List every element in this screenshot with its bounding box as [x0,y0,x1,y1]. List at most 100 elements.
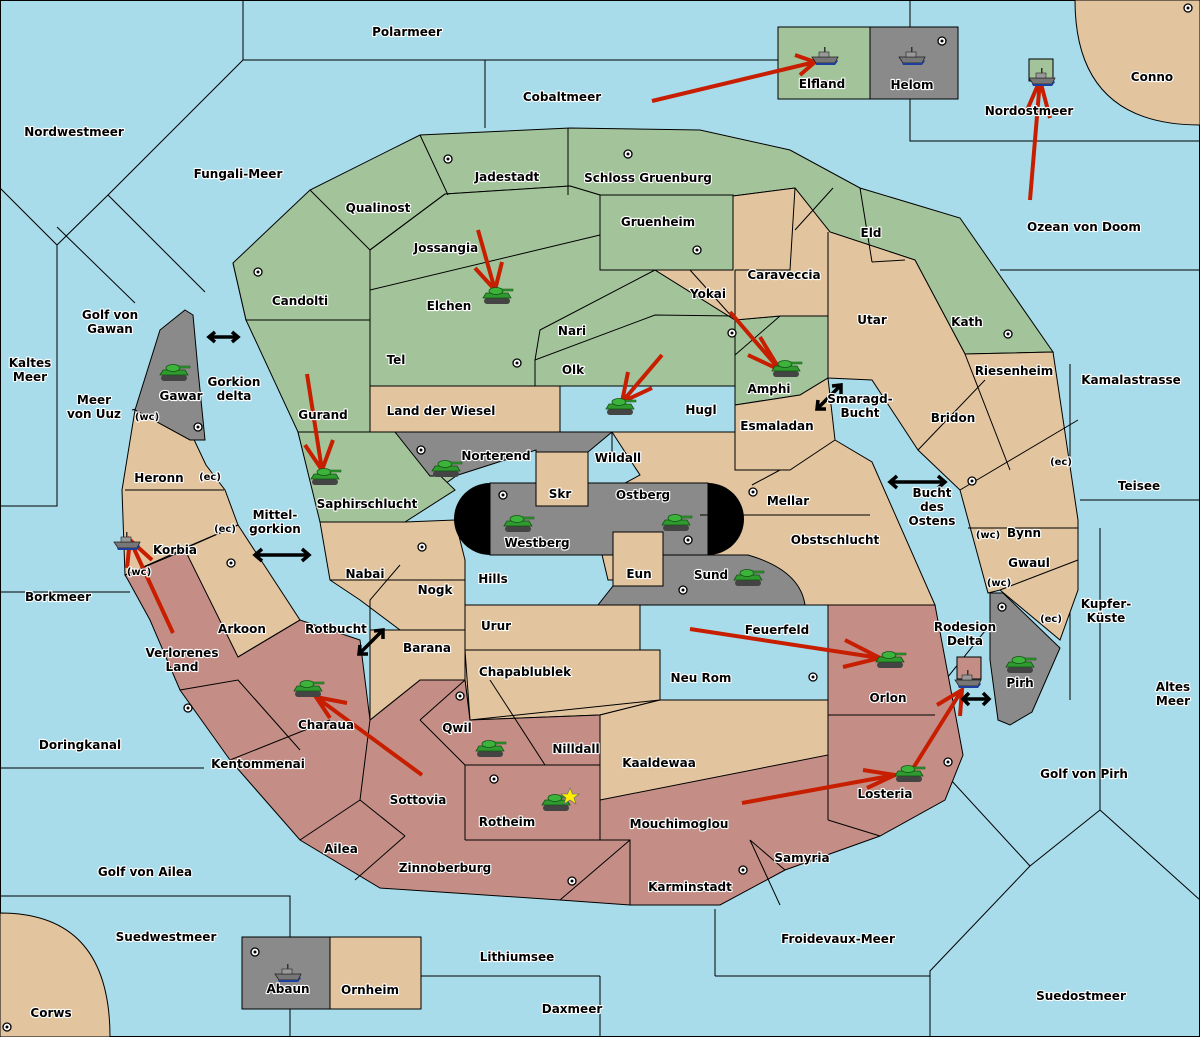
label-abaun: Abaun [266,982,309,996]
province-borders [124,128,1079,906]
label-sottovia: Sottovia [390,793,447,807]
label-schloss: Schloss Gruenburg [584,171,712,185]
supply-center-dots [5,6,1190,1029]
label-esmaladan: Esmaladan [740,419,813,433]
label-lithiumsee: Lithiumsee [480,950,555,964]
label-elfland: Elfland [799,77,845,91]
label-bridon: Bridon [931,411,976,425]
label-pirh: Pirh [1006,676,1033,690]
label-cobaltmeer: Cobaltmeer [523,90,601,104]
label-olk: Olk [562,363,585,377]
label-qwil: Qwil [442,721,472,735]
label-caraveccia: Caraveccia [747,268,820,282]
province-eun[interactable] [612,531,664,587]
label-golf-pirh: Golf von Pirh [1040,767,1128,781]
label-eld: Eld [861,226,882,240]
label-borkmeer: Borkmeer [25,590,91,604]
east-cap [708,483,744,555]
label-heronn: Heronn [134,471,183,485]
label-smaragd: Smaragd-Bucht [827,392,892,420]
label-fungali: Fungali-Meer [194,167,283,181]
label-kupfer: Kupfer-Küste [1081,597,1131,625]
continent [121,127,1079,906]
label-suedostmeer: Suedostmeer [1036,989,1126,1003]
label-bynn: Bynn [1007,526,1041,540]
label-kentommenai: Kentommenai [211,757,305,771]
label-urur: Urur [481,619,511,633]
label-neurom: Neu Rom [671,671,732,685]
label-kamala: Kamalastrasse [1081,373,1181,387]
label-ornheim: Ornheim [341,983,399,997]
label-mittel: Mittel-gorkion [249,508,301,536]
label-nabai: Nabai [346,567,385,581]
label-candolti: Candolti [272,294,328,308]
star-icon [560,787,580,805]
label-corws: Corws [30,1006,71,1020]
province-ornheim[interactable] [329,936,422,1010]
province-sund[interactable] [596,554,806,606]
labels: PolarmeerCobaltmeerNordwestmeerFungali-M… [8,24,1192,1021]
province-gruenheim[interactable] [599,194,734,271]
coast-label-ec: (ec) [214,524,236,535]
label-kaaldewaa: Kaaldewaa [622,756,696,770]
coast-label-wc: (wc) [127,567,151,578]
coast-label-ec: (ec) [1050,457,1072,468]
province-conno[interactable] [1074,0,1200,126]
label-utar: Utar [857,313,887,327]
west-cap [454,483,490,555]
label-ostberg: Ostberg [616,488,670,502]
province-skr[interactable] [535,451,589,507]
label-helom: Helom [890,78,933,92]
label-norterend: Norterend [461,449,530,463]
coast-label-ec: (ec) [1040,614,1062,625]
label-gruenheim: Gruenheim [621,215,695,229]
label-rotheim: Rotheim [479,815,536,829]
label-nari: Nari [558,324,586,338]
label-suedwestmeer: Suedwestmeer [116,930,217,944]
label-skr: Skr [549,487,572,501]
label-wildall: Wildall [595,451,641,465]
label-yokai: Yokai [689,287,726,301]
label-nilldall: Nilldall [552,742,599,756]
label-saphir: Saphirschlucht [317,497,418,511]
label-nordwestmeer: Nordwestmeer [24,125,124,139]
label-froidevaux: Froidevaux-Meer [781,932,895,946]
label-elchen: Elchen [427,299,472,313]
label-rotbucht: Rotbucht [305,622,367,636]
label-nogk: Nogk [418,583,454,597]
label-wiesel: Land der Wiesel [387,404,496,418]
label-ozean: Ozean von Doom [1027,220,1141,234]
label-eun: Eun [626,567,651,581]
label-karminstadt: Karminstadt [648,880,732,894]
label-westberg: Westberg [504,536,569,550]
province-corws[interactable] [0,912,111,1037]
label-gwaul: Gwaul [1008,556,1050,570]
move-arrow [910,686,965,772]
label-hills: Hills [478,572,508,586]
coast-label-ec: (ec) [199,472,221,483]
label-mellar: Mellar [767,494,809,508]
label-sund: Sund [694,568,728,582]
label-charaua: Charaua [298,718,354,732]
label-feuerfeld: Feuerfeld [745,623,810,637]
label-amphi: Amphi [747,382,790,396]
label-riesenheim: Riesenheim [975,364,1054,378]
label-nordostmeer: Nordostmeer [985,104,1074,118]
label-kath: Kath [951,315,983,329]
province-kaaldewaa[interactable] [599,699,829,801]
label-gurand: Gurand [298,408,348,422]
coast-label-wc: (wc) [987,578,1011,589]
move-arrow [741,768,902,805]
label-teisee: Teisee [1118,479,1160,493]
label-mouchi: Mouchimoglou [630,817,729,831]
label-conno: Conno [1131,70,1173,84]
